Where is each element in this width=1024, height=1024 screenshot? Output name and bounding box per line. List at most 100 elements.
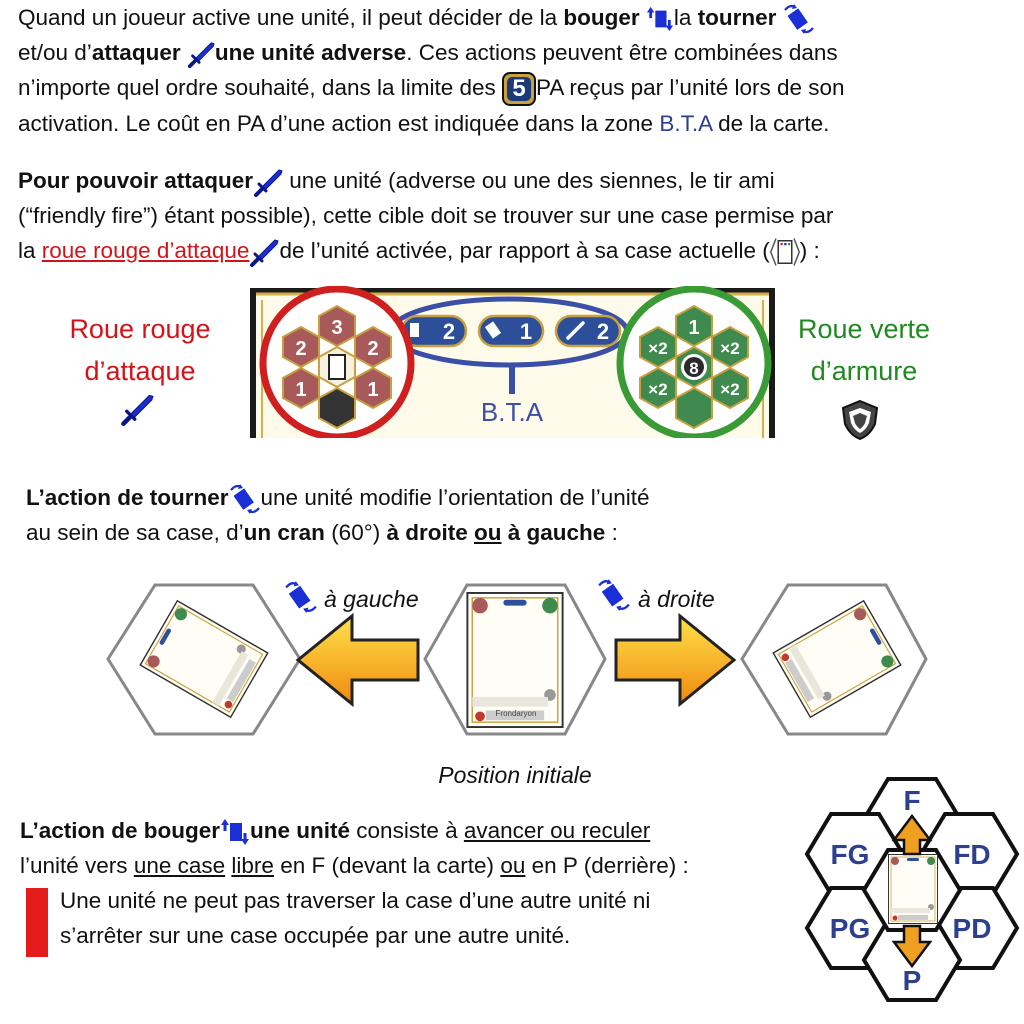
green-armor-wheel <box>616 286 772 438</box>
rotated-right-hex <box>740 583 928 736</box>
bold-turn-action: L’action de tourner <box>26 485 229 510</box>
card-name-label: Frondaryon <box>495 709 537 718</box>
move-hex-map: F FG FD PG PD P <box>804 777 1020 1002</box>
red-wheel-label-line1: Roue rouge <box>69 314 211 344</box>
text: une unité (adverse ou une des siennes, l… <box>289 168 775 193</box>
text: et/ou d’ <box>18 40 92 66</box>
underlined-une-case: une case <box>133 853 226 878</box>
text: ) : <box>799 238 820 263</box>
red-wheel-link[interactable]: roue rouge d’attaque <box>41 238 250 263</box>
green-wheel-label-line1: Roue verte <box>797 314 931 344</box>
red-attack-wheel <box>259 286 415 438</box>
bold-ou: ou <box>474 520 502 546</box>
text: PA reçus par l’unité lors de son <box>536 75 845 101</box>
bta-cost-turn: 1 <box>520 319 532 344</box>
bold-move-action: L’action de bouger <box>20 818 221 843</box>
text: : <box>611 520 618 546</box>
text: au sein de sa case, d’ <box>26 520 244 546</box>
red-wheel-label-line2: d’attaque <box>84 356 196 386</box>
turn-icon <box>783 3 815 35</box>
hex-label-fd: FD <box>953 839 990 870</box>
text: Quand un joueur active une unité, il peu… <box>18 5 558 30</box>
text: l’unité vers <box>20 853 128 878</box>
text: de l’unité activée, par rapport à sa cas… <box>279 238 770 263</box>
armor-value-fr: ×2 <box>720 339 739 358</box>
bta-label: B.T.A <box>480 397 544 427</box>
hex-label-p: P <box>903 965 922 996</box>
bold-un-cran: un cran <box>243 520 325 546</box>
bta-move-cost <box>400 314 468 348</box>
bold-bouger: bouger <box>563 5 640 30</box>
armor-value-fl: ×2 <box>648 339 667 358</box>
text: n’importe quel ordre souhaité, dans la l… <box>18 75 496 101</box>
warning-bar <box>26 888 48 957</box>
turn-icon <box>229 483 261 515</box>
attack-value-front: 3 <box>331 317 342 339</box>
rotation-diagram <box>106 583 928 736</box>
underlined-avancer: avancer ou reculer <box>463 818 651 843</box>
turn-icon <box>597 578 631 612</box>
initial-position-label: Position initiale <box>438 762 592 788</box>
sword-icon <box>187 40 215 68</box>
move-icon <box>646 5 674 33</box>
arrow-right-icon <box>614 612 737 708</box>
bold-attack-intro: Pour pouvoir attaquer <box>18 168 254 193</box>
text: la <box>18 238 36 263</box>
move-icon <box>220 817 250 847</box>
initial-position-hex <box>423 583 607 736</box>
sword-icon <box>253 167 283 197</box>
hex-label-pd: PD <box>953 913 992 944</box>
underlined-libre: libre <box>231 853 274 878</box>
warning-line1: Une unité ne peut pas traverser la case … <box>60 888 651 913</box>
hex-cell-icon <box>770 235 800 269</box>
bold-attaquer: attaquer <box>91 40 181 66</box>
armor-value-front: 1 <box>688 317 699 339</box>
sword-icon <box>120 392 154 426</box>
attack-value-bl: 1 <box>295 379 306 401</box>
bta-turn-cost <box>477 314 545 348</box>
pa-badge-icon: 5 <box>502 72 537 107</box>
text: la <box>673 5 692 30</box>
bold-enemy-unit: une unité adverse <box>214 40 407 66</box>
text: (“friendly fire”) étant possible), cette… <box>18 203 834 228</box>
paragraph-attack: Pour pouvoir attaquer une unité (adverse… <box>18 163 1018 269</box>
text: (60°) <box>331 520 381 546</box>
green-wheel-label: Roue verte d’armure <box>776 308 952 392</box>
hex-label-pg: PG <box>830 913 870 944</box>
bold-a-gauche: à gauche <box>507 520 606 546</box>
turn-right-label: à droite <box>638 586 715 612</box>
attack-value-br: 1 <box>367 379 378 401</box>
green-wheel-label-line2: d’armure <box>810 356 918 386</box>
underlined-ou: ou <box>500 853 526 878</box>
move-arrows <box>891 813 933 969</box>
card-wheel-strip: 2 1 2 3 2 2 1 1 <box>250 286 775 438</box>
text: activation. Le coût en PA d’une action e… <box>18 111 654 137</box>
bta-attack-cost <box>554 314 622 348</box>
bold-tourner: tourner <box>697 5 777 30</box>
armor-value-bl: ×2 <box>648 380 667 399</box>
warning-line2: s’arrêter sur une case occupée par une a… <box>60 923 571 948</box>
paragraph-intro: Quand un joueur active une unité, il peu… <box>18 0 1018 141</box>
bold-une-unite: une unité <box>250 818 351 843</box>
text: en F (devant la carte) <box>280 853 495 878</box>
attack-value-fr: 2 <box>367 338 378 360</box>
warning-text: Une unité ne peut pas traverser la case … <box>60 883 800 953</box>
paragraph-move: L’action de bouger une unité consiste à a… <box>20 813 820 883</box>
text: une unité modifie l’orientation de l’uni… <box>260 485 650 510</box>
turn-icon <box>284 580 318 614</box>
text: en P (derrière) : <box>531 853 689 878</box>
attack-value-fl: 2 <box>295 338 306 360</box>
bta-cost-attack: 2 <box>597 319 609 344</box>
armor-value-br: ×2 <box>720 380 739 399</box>
text: de la carte. <box>718 111 830 137</box>
red-wheel-label: Roue rouge d’attaque <box>50 308 230 392</box>
rotated-left-hex <box>106 583 302 736</box>
pa-value: 5 <box>512 75 526 103</box>
bold-a-droite: à droite <box>386 520 468 546</box>
text: consiste à <box>356 818 458 843</box>
bta-inline: B.T.A <box>659 111 712 137</box>
armor-value-center: 8 <box>689 359 698 378</box>
arrow-left-icon <box>295 612 420 708</box>
sword-icon <box>249 237 279 267</box>
bta-cost-move: 2 <box>443 319 455 344</box>
